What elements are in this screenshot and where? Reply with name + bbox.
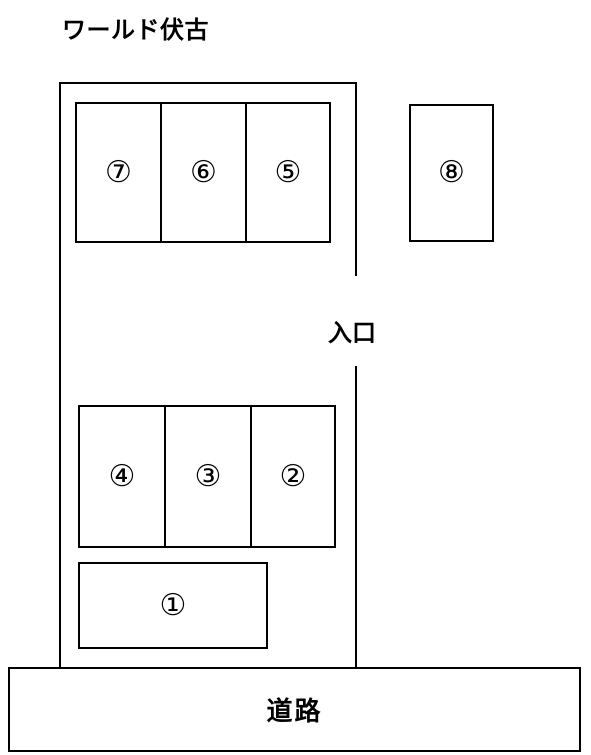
entrance-label: 入口 [328,319,376,347]
parking-space-5[interactable]: ⑤ [245,102,331,243]
parking-space-1[interactable]: ① [78,562,268,649]
parking-space-6[interactable]: ⑥ [160,102,247,243]
parking-lot-outline [59,82,357,677]
road-label: 道路 [266,697,323,727]
parking-space-7[interactable]: ⑦ [75,102,162,243]
entrance-opening [350,276,364,366]
parking-space-8[interactable]: ⑧ [409,104,494,242]
parking-space-3[interactable]: ③ [164,405,252,548]
page-title: ワールド伏古 [62,16,209,44]
parking-space-4[interactable]: ④ [78,405,166,548]
parking-space-2[interactable]: ② [250,405,336,548]
road: 道路 [8,667,581,752]
